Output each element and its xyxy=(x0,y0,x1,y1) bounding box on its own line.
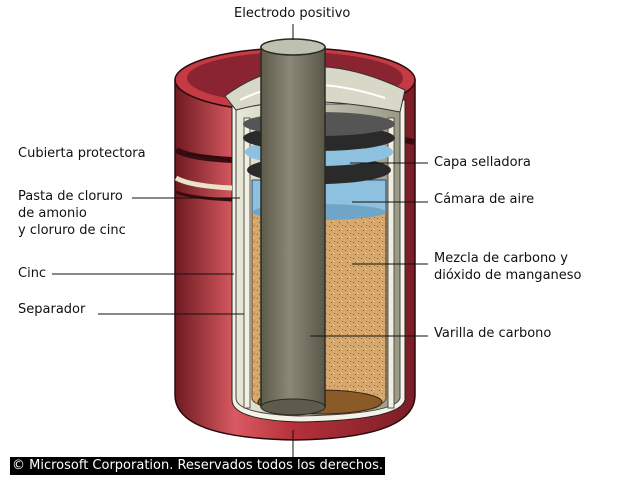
label-cinc: Cinc xyxy=(18,266,47,281)
label-pasta-line1: Pasta de cloruro xyxy=(18,189,123,204)
carbon-rod xyxy=(260,38,326,416)
label-mezcla-line2: dióxido de manganeso xyxy=(434,268,582,283)
casing-rings xyxy=(174,137,415,202)
label-camara-de-aire: Cámara de aire xyxy=(434,192,535,207)
label-capa-selladora: Capa selladora xyxy=(434,155,531,170)
label-cubierta-protectora: Cubierta protectora xyxy=(18,146,146,161)
label-varilla-de-carbono: Varilla de carbono xyxy=(434,326,552,341)
label-pasta-line3: y cloruro de cinc xyxy=(18,223,126,238)
leader-lines xyxy=(52,24,428,460)
copyright-notice: © Microsoft Corporation. Reservados todo… xyxy=(10,457,386,475)
label-mezcla-line1: Mezcla de carbono y xyxy=(434,251,568,266)
leader-cubierta xyxy=(185,153,223,159)
label-separador: Separador xyxy=(18,302,86,317)
label-electrodo-positivo: Electrodo positivo xyxy=(234,6,351,21)
label-pasta-line2: de amonio xyxy=(18,206,87,221)
